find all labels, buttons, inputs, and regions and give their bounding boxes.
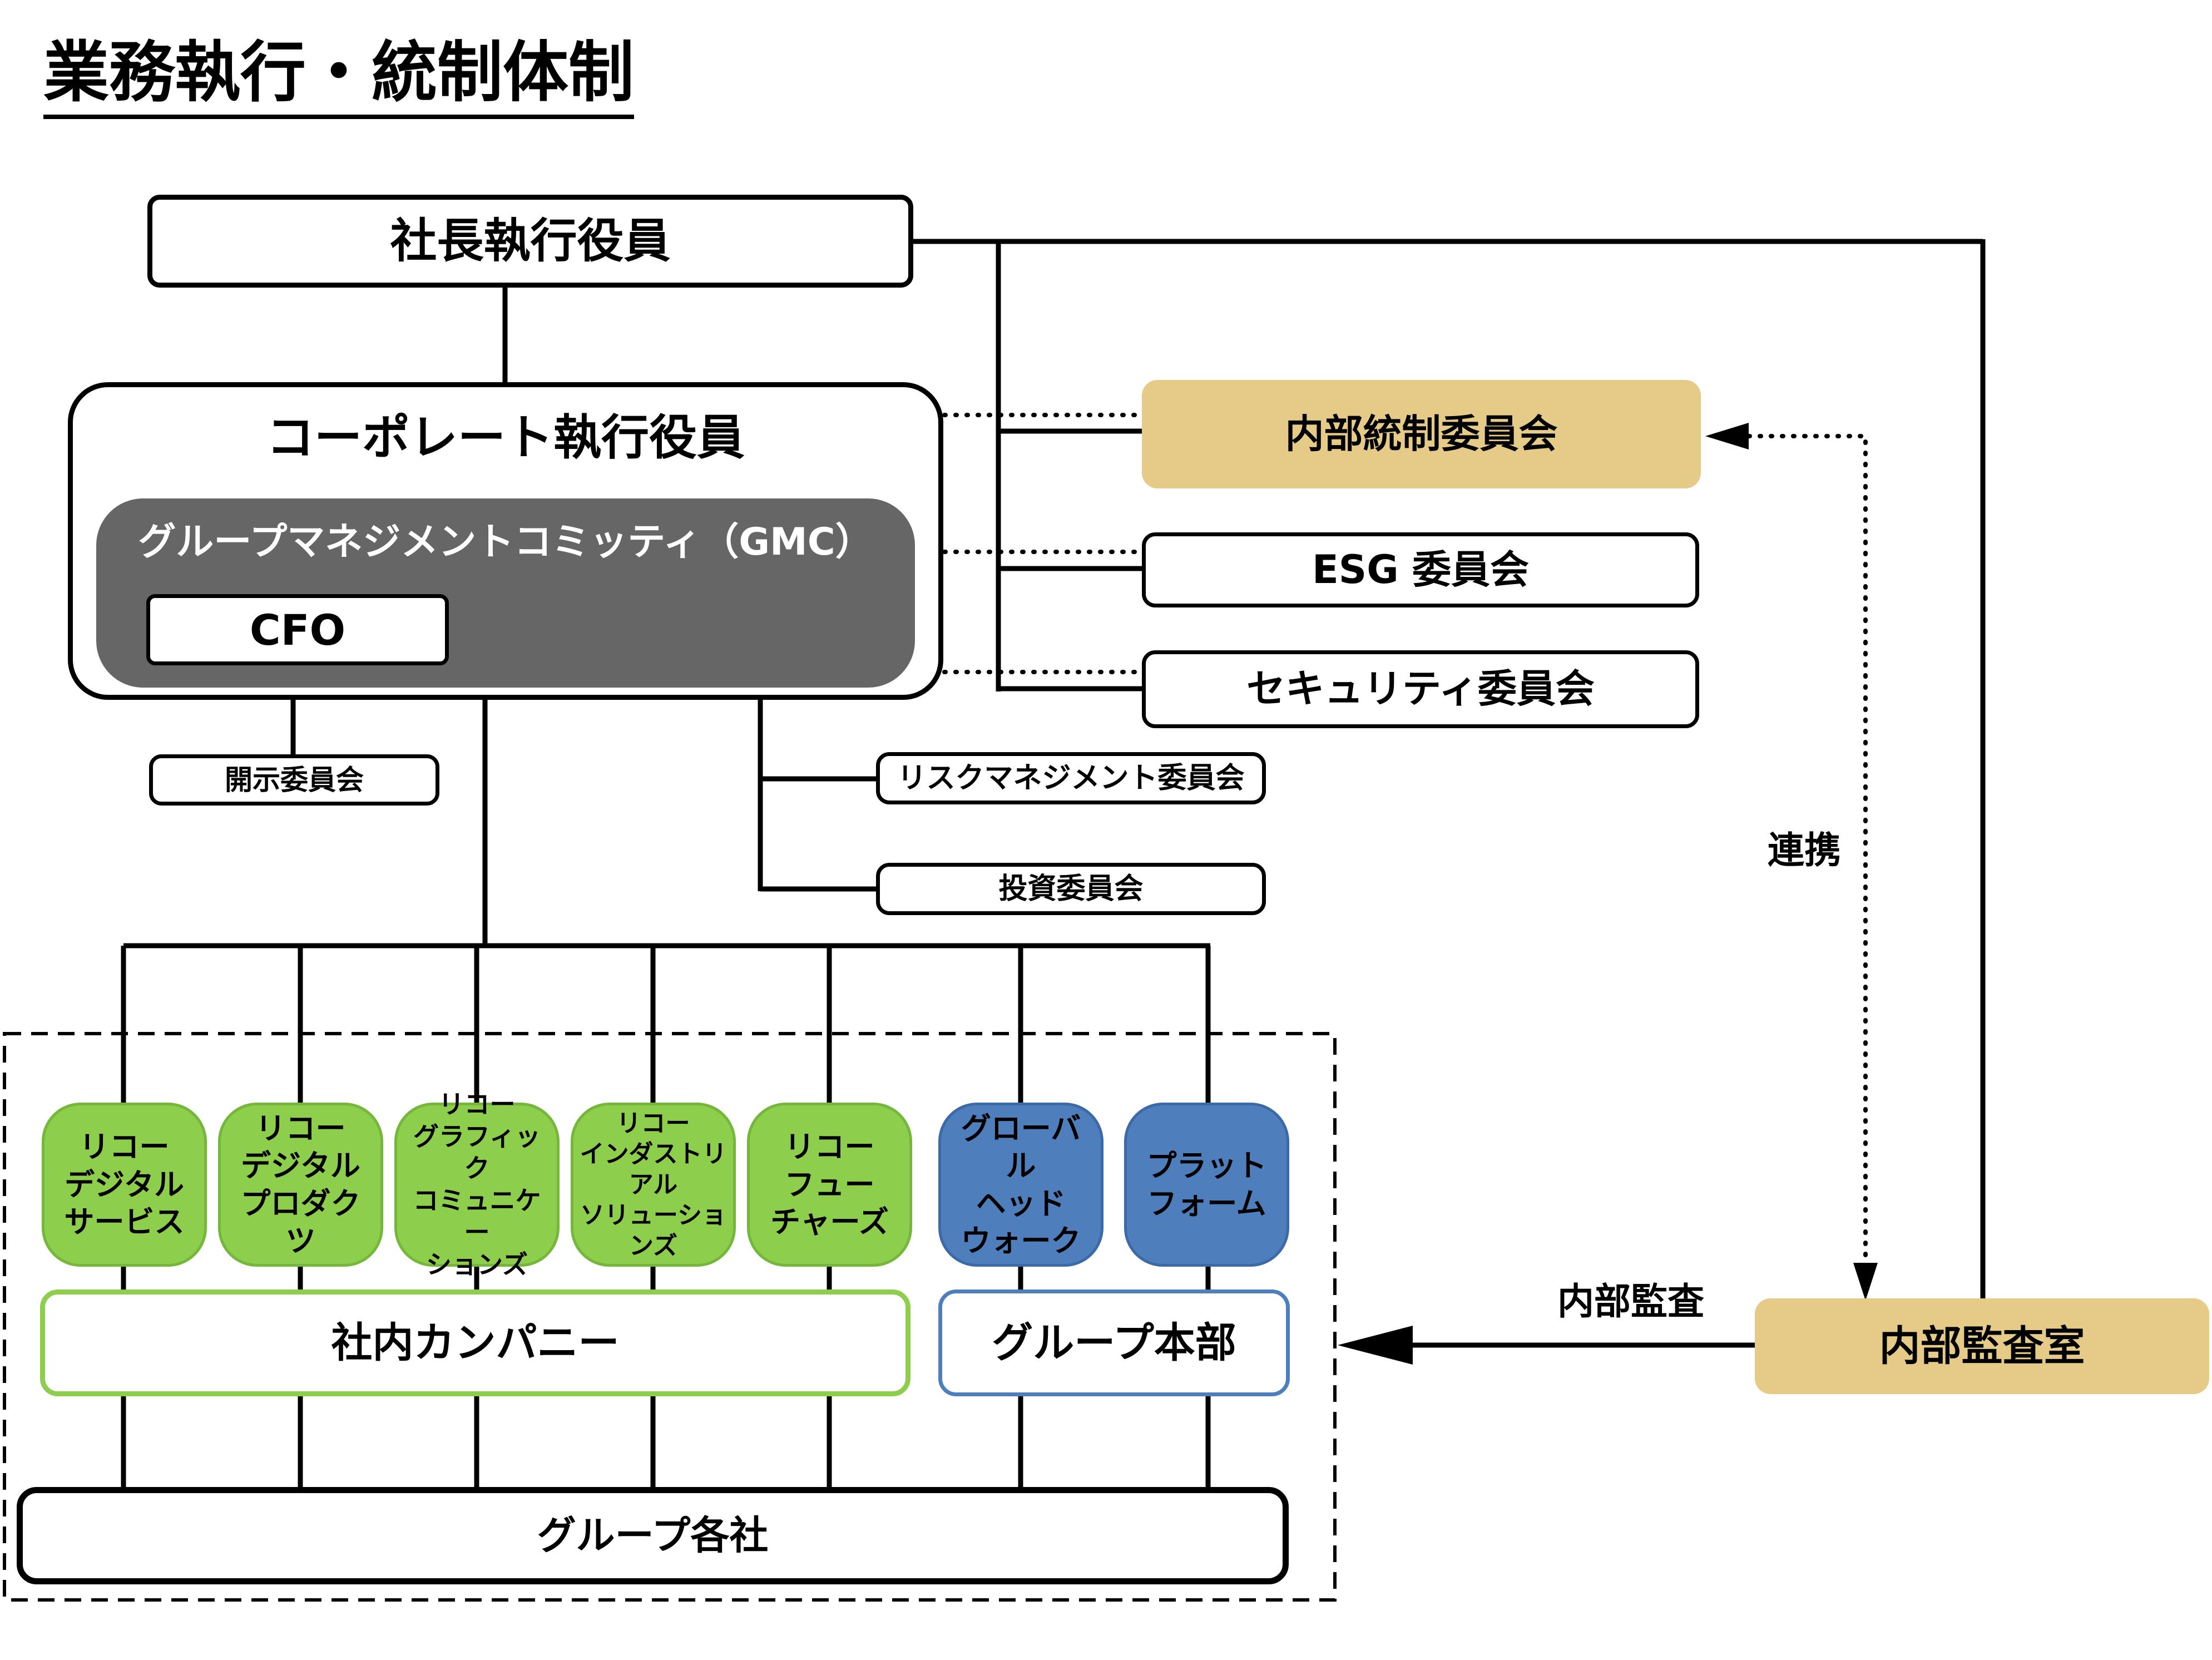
internal-control-committee-label: 内部統制委員会 — [1285, 411, 1558, 457]
security-committee-box: セキュリティ委員会 — [1142, 650, 1699, 728]
business-unit-platform: プラット フォーム — [1124, 1103, 1289, 1267]
group-companies-label: グループ各社 — [537, 1512, 769, 1558]
investment-committee-box: 投資委員会 — [876, 863, 1266, 915]
business-unit-label: リコー デジタル サービス — [64, 1129, 185, 1240]
president-label: 社長執行役員 — [390, 214, 671, 268]
internal-audit-label: 内部監査 — [1557, 1280, 1704, 1323]
cfo-label: CFO — [249, 605, 346, 655]
internal-audit-office-box: 内部監査室 — [1755, 1298, 2209, 1394]
internal-control-committee-box: 内部統制委員会 — [1142, 380, 1701, 488]
audit-arrowhead — [1338, 1326, 1413, 1365]
corporate-executive-box: コーポレート執行役員 グループマネジメントコミッティ（GMC） CFO — [68, 382, 943, 700]
business-unit-label: プラット フォーム — [1146, 1148, 1267, 1221]
group-boundary-dashed — [3, 1032, 1337, 1602]
esg-committee-label: ESG 委員会 — [1312, 546, 1530, 592]
investment-committee-label: 投資委員会 — [998, 872, 1144, 906]
internal-audit-office-label: 内部監査室 — [1879, 1322, 2085, 1370]
dotted-cooperation-link — [1724, 434, 1868, 1266]
business-unit-label: グローバル ヘッド ウォーク — [961, 1110, 1081, 1259]
business-unit-futures: リコー フュー チャーズ — [747, 1103, 912, 1267]
business-unit-label: リコー フュー チャーズ — [770, 1129, 889, 1240]
disclosure-committee-box: 開示委員会 — [149, 754, 439, 806]
risk-management-committee-box: リスクマネジメント委員会 — [876, 752, 1266, 804]
business-unit-digital-services: リコー デジタル サービス — [42, 1103, 207, 1267]
internal-company-label: 社内カンパニー — [331, 1318, 620, 1367]
cooperation-label: 連携 — [1768, 829, 1841, 872]
page-title: 業務執行・統制体制 — [43, 36, 635, 119]
internal-company-box: 社内カンパニー — [40, 1290, 910, 1396]
business-unit-industrial-solutions: リコー インダストリアル ソリューションズ — [571, 1103, 736, 1267]
business-unit-digital-products: リコー デジタル プロダクツ — [218, 1103, 383, 1267]
business-unit-label: リコー グラフィック コミュニケー ションズ — [413, 1089, 541, 1279]
gmc-box: グループマネジメントコミッティ（GMC） CFO — [96, 498, 915, 688]
group-hq-box: グループ本部 — [938, 1290, 1290, 1396]
group-hq-label: グループ本部 — [992, 1318, 1236, 1367]
president-box: 社長執行役員 — [147, 195, 913, 288]
group-companies-box: グループ各社 — [17, 1487, 1289, 1584]
arrowhead-cooperation-top — [1705, 423, 1749, 449]
business-unit-global-headquarters: グローバル ヘッド ウォーク — [938, 1103, 1103, 1267]
corporate-executive-label: コーポレート執行役員 — [266, 410, 745, 466]
disclosure-committee-label: 開示委員会 — [225, 763, 364, 796]
esg-committee-box: ESG 委員会 — [1142, 532, 1699, 607]
business-unit-graphic-communications: リコー グラフィック コミュニケー ションズ — [394, 1089, 560, 1279]
risk-management-committee-label: リスクマネジメント委員会 — [897, 761, 1245, 795]
business-unit-label: リコー インダストリアル ソリューションズ — [580, 1109, 727, 1260]
business-unit-label: リコー デジタル プロダクツ — [240, 1110, 361, 1259]
cfo-box: CFO — [146, 594, 449, 665]
security-committee-label: セキュリティ委員会 — [1246, 666, 1595, 712]
arrowhead-cooperation-bottom — [1853, 1263, 1878, 1301]
gmc-label: グループマネジメントコミッティ（GMC） — [138, 520, 873, 564]
